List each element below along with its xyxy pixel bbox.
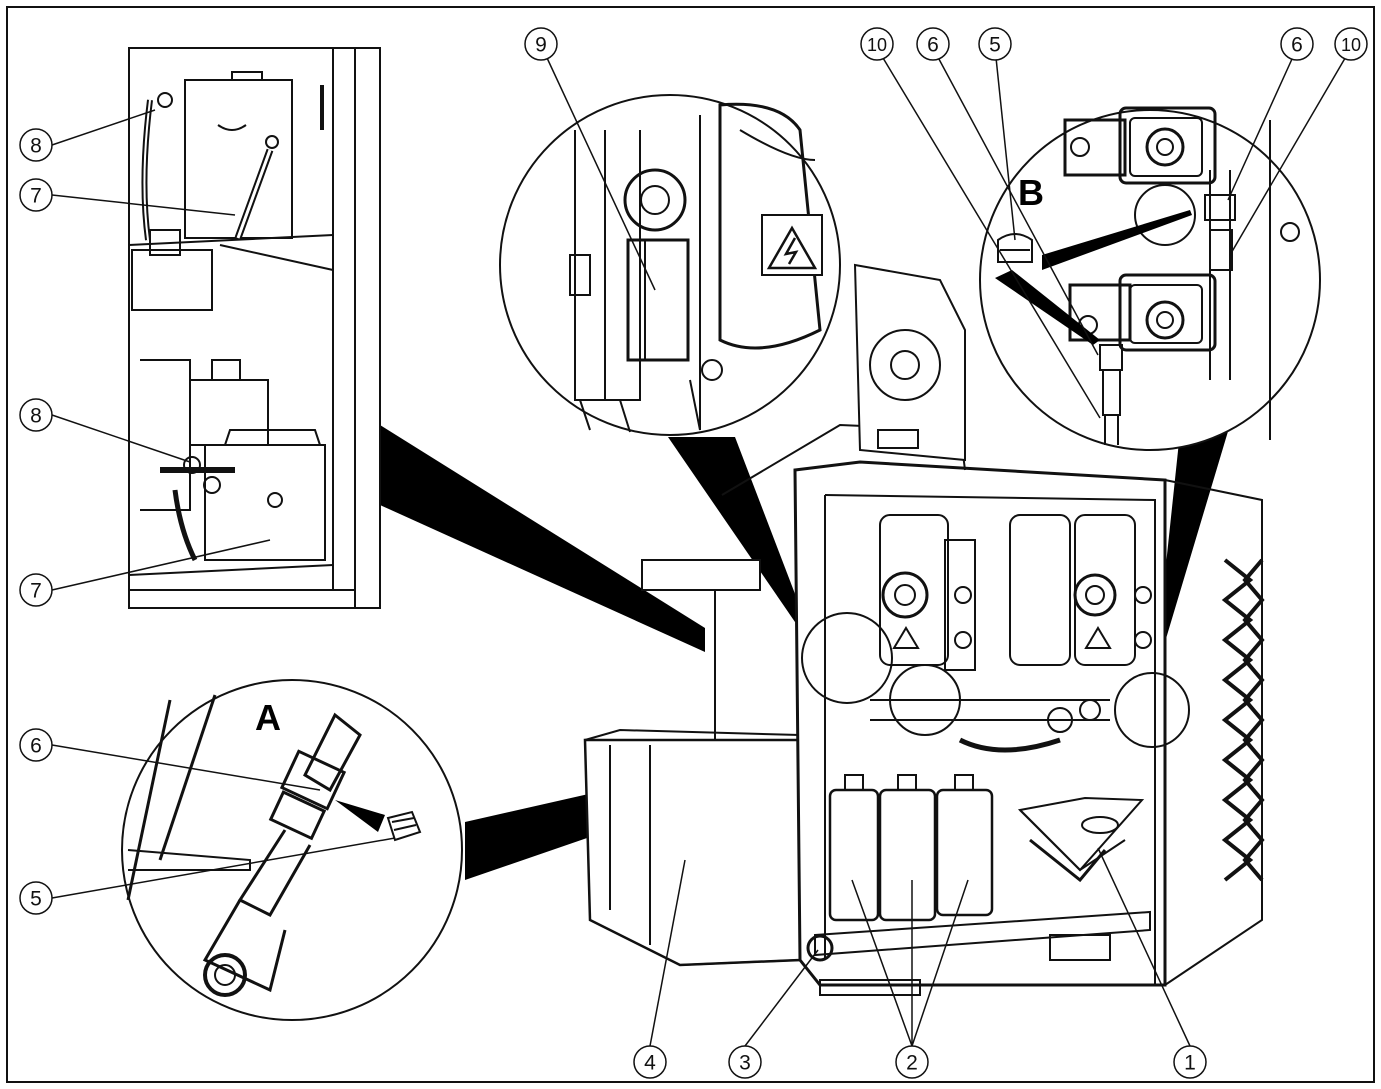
- detail-b-label: B: [1018, 172, 1044, 213]
- callout-3: 3: [728, 1045, 762, 1079]
- callout-10-left: 10: [860, 27, 894, 61]
- main-machine: [583, 263, 1265, 996]
- svg-text:1: 1: [1184, 1052, 1196, 1075]
- svg-text:10: 10: [1341, 35, 1361, 55]
- callout-10-right: 10: [1334, 27, 1368, 61]
- detail-b-arrow-upper: [1042, 210, 1192, 270]
- callout-7-bottom: 7: [19, 573, 53, 607]
- wedge-left-panel: [380, 425, 705, 652]
- wedge-detail-b: [1158, 418, 1232, 642]
- detail-a-arrow: [335, 800, 385, 832]
- detail-a-circle: [121, 679, 463, 1021]
- callout-4: 4: [633, 1045, 667, 1079]
- detail-9-circle: [499, 94, 841, 436]
- callout-5-detail-a: 5: [19, 881, 53, 915]
- callout-8-bottom: 8: [19, 398, 53, 432]
- callout-6-detail-b-left: 6: [916, 27, 950, 61]
- high-voltage-warning-icon: [761, 214, 823, 276]
- svg-text:2: 2: [906, 1052, 918, 1075]
- svg-text:8: 8: [30, 405, 42, 428]
- svg-text:3: 3: [739, 1052, 751, 1075]
- svg-text:5: 5: [30, 888, 42, 911]
- wedge-detail-9: [668, 437, 805, 622]
- callout-7-top: 7: [19, 178, 53, 212]
- detail-b-circle: [979, 106, 1321, 451]
- callout-6-detail-b-right: 6: [1280, 27, 1314, 61]
- svg-text:7: 7: [30, 580, 42, 603]
- callout-1: 1: [1173, 1045, 1207, 1079]
- callout-2: 2: [895, 1045, 929, 1079]
- svg-text:6: 6: [30, 735, 42, 758]
- callout-5-detail-b: 5: [978, 27, 1012, 61]
- left-detail-panel: [128, 47, 381, 609]
- svg-text:9: 9: [535, 34, 547, 57]
- leader-lines: [51, 44, 1352, 1047]
- svg-text:10: 10: [867, 35, 887, 55]
- svg-text:8: 8: [30, 135, 42, 158]
- svg-text:4: 4: [644, 1052, 656, 1075]
- warning-triangle-icon: [892, 626, 1112, 649]
- callout-8-top: 8: [19, 128, 53, 162]
- callout-6-detail-a: 6: [19, 728, 53, 762]
- svg-text:6: 6: [927, 34, 939, 57]
- detail-a-label: A: [255, 697, 281, 738]
- svg-text:5: 5: [989, 34, 1001, 57]
- callout-9: 9: [524, 27, 558, 61]
- svg-text:7: 7: [30, 185, 42, 208]
- svg-text:6: 6: [1291, 34, 1303, 57]
